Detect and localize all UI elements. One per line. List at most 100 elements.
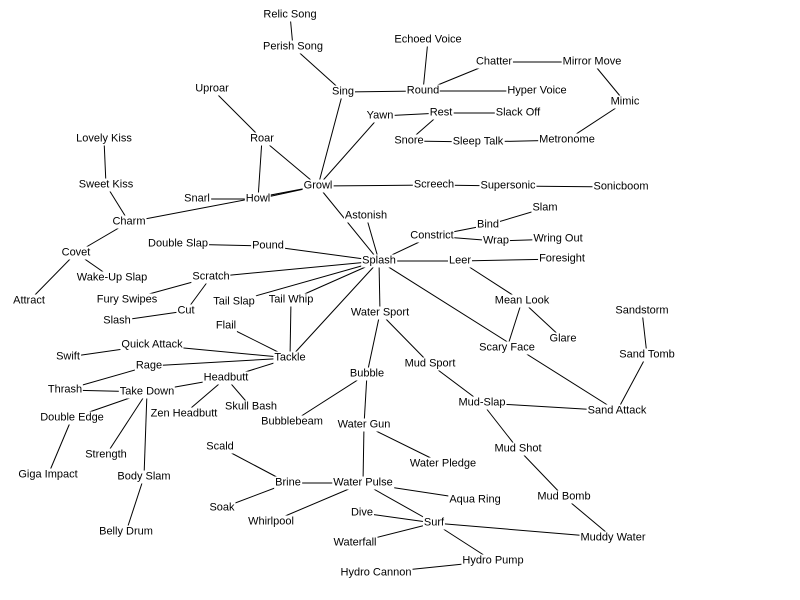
node-relic-song: Relic Song [262,8,318,22]
node-sandstorm: Sandstorm [614,304,670,318]
node-strength: Strength [84,448,128,462]
node-mud-sport: Mud Sport [403,357,457,371]
node-leer: Leer [447,254,473,268]
node-brine: Brine [274,476,302,490]
node-scald: Scald [205,440,235,454]
edge-roar-growl [261,138,319,187]
node-mud-slap: Mud-Slap [457,396,507,410]
node-tail-slap: Tail Slap [212,295,256,309]
node-double-edge: Double Edge [39,411,105,425]
edge-leer-mean-look [459,260,523,302]
node-headbutt: Headbutt [202,371,250,385]
node-metronome: Metronome [538,133,596,147]
node-snore: Snore [393,134,425,148]
node-double-slap: Double Slap [147,237,209,251]
node-splash: Splash [361,254,397,268]
node-slam: Slam [531,201,559,215]
edge-body-slam-belly-drum [125,476,145,533]
node-perish-song: Perish Song [262,40,324,54]
node-skull-bash: Skull Bash [224,400,278,414]
node-sweet-kiss: Sweet Kiss [77,178,135,192]
node-snarl: Snarl [183,192,211,206]
node-mud-shot: Mud Shot [493,442,543,456]
node-thrash: Thrash [46,383,84,397]
edge-bubble-water-gun [363,373,368,426]
node-giga-impact: Giga Impact [17,468,79,482]
node-sand-tomb: Sand Tomb [618,348,676,362]
node-growl: Growl [302,179,334,193]
edge-uproar-roar [211,88,263,140]
node-glare: Glare [548,332,578,346]
edge-mud-bomb-muddy-water [563,496,614,539]
node-astonish: Astonish [343,209,389,223]
node-foresight: Foresight [538,252,586,266]
edge-water-sport-mud-sport [379,312,431,365]
node-water-pledge: Water Pledge [408,457,478,471]
node-scary-face: Scary Face [478,341,536,355]
node-supersonic: Supersonic [479,179,537,193]
node-sand-attack: Sand Attack [586,404,648,418]
node-aqua-ring: Aqua Ring [448,493,502,507]
node-attract: Attract [12,294,46,308]
node-bind: Bind [475,218,501,232]
node-sing: Sing [330,85,356,99]
node-slash: Slash [102,314,132,328]
edge-mud-shot-mud-bomb [517,448,565,498]
edge-sing-growl [317,91,344,187]
edge-mirror-move-mimic [591,61,626,103]
node-covet: Covet [60,246,92,260]
node-sonicboom: Sonicboom [592,180,650,194]
edge-scratch-splash [210,260,380,278]
node-sleep-talk: Sleep Talk [451,135,505,149]
node-constrict: Constrict [409,229,455,243]
node-take-down: Take Down [118,385,176,399]
edge-lovely-kiss-sweet-kiss [103,138,107,186]
node-mud-bomb: Mud Bomb [536,490,592,504]
node-surf: Surf [422,516,446,530]
edge-sand-tomb-sand-attack [616,354,648,412]
edge-double-edge-giga-impact [47,417,73,476]
node-water-gun: Water Gun [336,418,392,432]
node-water-pulse: Water Pulse [332,476,394,490]
node-lovely-kiss: Lovely Kiss [75,132,133,146]
node-yawn: Yawn [365,109,395,123]
edge-bubble-bubblebeam [291,373,368,423]
node-wrap: Wrap [481,234,511,248]
node-bubblebeam: Bubblebeam [260,415,324,429]
edge-tail-whip-tackle [289,299,292,359]
node-whirlpool: Whirlpool [247,515,295,529]
edge-sandstorm-sand-tomb [641,310,648,356]
node-body-slam: Body Slam [116,470,172,484]
node-echoed-voice: Echoed Voice [393,33,463,47]
edge-covet-attract [28,252,77,302]
node-bubble: Bubble [348,367,386,381]
edge-take-down-body-slam [143,391,148,478]
node-rest: Rest [428,106,454,120]
edge-take-down-strength [105,391,148,456]
node-cut: Cut [176,304,196,318]
edge-splash-water-sport [378,260,381,314]
node-soak: Soak [208,501,236,515]
edge-mean-look-scary-face [506,300,523,349]
node-hydro-cannon: Hydro Cannon [339,566,413,580]
node-howl: Howl [244,192,272,206]
edge-water-sport-bubble [366,312,381,375]
node-round: Round [405,84,441,98]
edge-round-echoed-voice [422,39,429,92]
node-hyper-voice: Hyper Voice [506,84,568,98]
node-roar: Roar [249,132,275,146]
node-chatter: Chatter [474,55,514,69]
edge-astonish-splash [365,215,380,262]
edge-mud-slap-mud-shot [481,402,519,450]
node-belly-drum: Belly Drum [98,525,154,539]
node-fury-swipes: Fury Swipes [95,293,159,307]
node-zen-headbutt: Zen Headbutt [149,407,219,421]
node-wring-out: Wring Out [532,232,584,246]
node-waterfall: Waterfall [332,536,378,550]
edge-growl-charm [128,185,319,223]
node-mirror-move: Mirror Move [561,55,623,69]
node-wake-up-slap: Wake-Up Slap [75,271,149,285]
edge-perish-song-sing [292,46,344,93]
node-muddy-water: Muddy Water [579,531,647,545]
